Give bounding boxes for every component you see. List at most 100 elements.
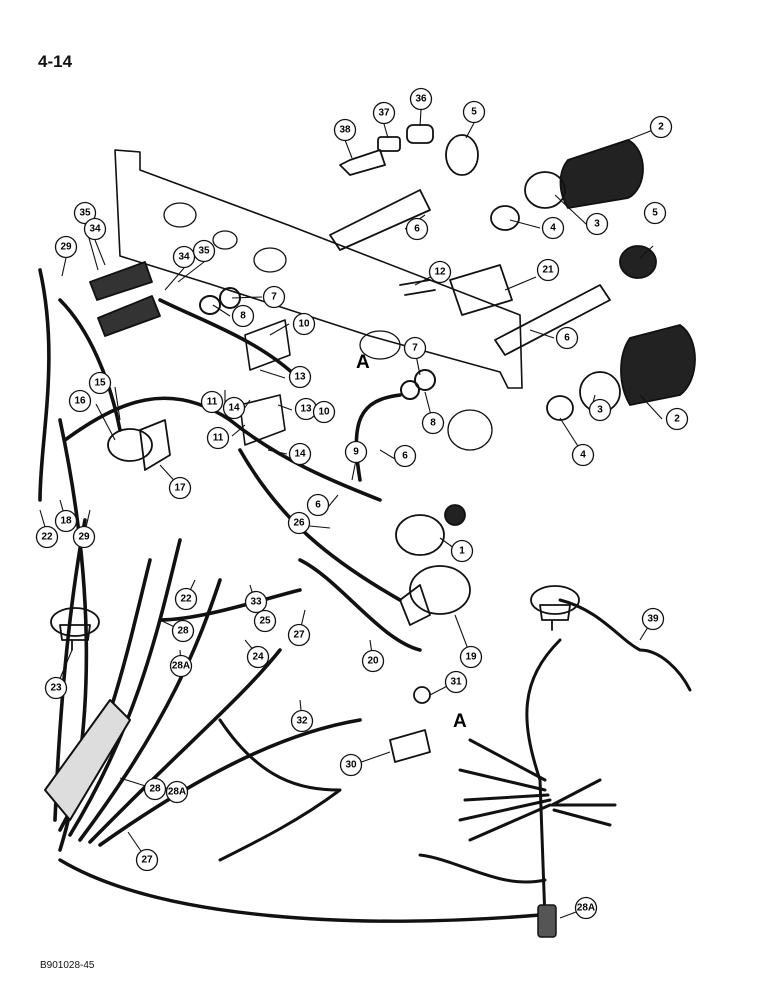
callout-28A: 28A (169, 654, 193, 678)
callout-circle (165, 780, 189, 804)
callout-label: 22 (180, 594, 192, 605)
callout-6: 6 (555, 326, 579, 350)
callout-35: 35 (73, 201, 97, 225)
callout-circle (536, 258, 560, 282)
callout-circle (403, 336, 427, 360)
callout-circle (174, 587, 198, 611)
callout-circle (409, 87, 433, 111)
callout-circle (333, 118, 357, 142)
callout-circle (73, 201, 97, 225)
callout-label: 30 (345, 760, 357, 771)
callout-circle (288, 442, 312, 466)
callout-label: 5 (471, 107, 477, 118)
callout-35: 35 (192, 239, 216, 263)
callout-label: 6 (315, 500, 321, 511)
pressure-sender-23 (50, 607, 100, 651)
callout-label: 31 (450, 677, 462, 688)
callout-1: 1 (450, 539, 474, 563)
callout-label: 6 (564, 333, 570, 344)
harness-sheath (44, 699, 131, 821)
callout-label: 39 (647, 614, 659, 625)
callout-label: 37 (378, 108, 390, 119)
callout-label: 15 (94, 378, 106, 389)
callout-label: 9 (353, 447, 359, 458)
callout-circle (44, 676, 68, 700)
callout-label: 19 (465, 652, 477, 663)
callout-27: 27 (287, 623, 311, 647)
callout-27: 27 (135, 848, 159, 872)
callout-label: 14 (228, 403, 240, 414)
callout-circle (169, 654, 193, 678)
callout-7: 7 (403, 336, 427, 360)
callout-circle (288, 365, 312, 389)
callout-30: 30 (339, 753, 363, 777)
callout-label: 27 (141, 855, 153, 866)
callout-circle (244, 590, 268, 614)
callout-22: 22 (35, 525, 59, 549)
callout-label: 8 (240, 311, 246, 322)
callout-circle (450, 539, 474, 563)
callout-label: 14 (294, 449, 306, 460)
callout-38: 38 (333, 118, 357, 142)
callout-label: 2 (674, 414, 680, 425)
callout-circle (641, 607, 665, 631)
callout-circle (54, 509, 78, 533)
callout-circle (405, 217, 429, 241)
callout-18: 18 (54, 509, 78, 533)
callout-circle (312, 400, 336, 424)
callout-label: 17 (174, 483, 186, 494)
callout-circle (143, 777, 167, 801)
section-letter-a-lower: A (453, 711, 467, 732)
rotary-switch (107, 419, 171, 471)
callout-label: 20 (367, 656, 379, 667)
callout-6: 6 (405, 217, 429, 241)
callout-28: 28 (171, 619, 195, 643)
callout-21: 21 (536, 258, 560, 282)
callout-circle (541, 216, 565, 240)
callout-label: 28A (168, 787, 186, 798)
callout-14: 14 (288, 442, 312, 466)
callout-circle (444, 670, 468, 694)
callout-circle (588, 398, 612, 422)
callout-label: 4 (580, 450, 586, 461)
callout-5: 5 (462, 100, 486, 124)
callout-label: 26 (293, 518, 305, 529)
callout-22: 22 (174, 587, 198, 611)
callout-label: 24 (252, 652, 264, 663)
callout-32: 32 (290, 709, 314, 733)
callout-10: 10 (292, 312, 316, 336)
callout-8: 8 (231, 304, 255, 328)
callout-label: 21 (542, 265, 554, 276)
callout-circle (361, 649, 385, 673)
callout-7: 7 (262, 285, 286, 309)
callout-label: 7 (412, 343, 418, 354)
callout-circle (172, 245, 196, 269)
callout-circle (54, 235, 78, 259)
callout-label: 25 (259, 616, 271, 627)
callout-25: 25 (253, 609, 277, 633)
callout-circle (649, 115, 673, 139)
switch-assembly (89, 261, 161, 337)
callout-label: 10 (298, 319, 310, 330)
callout-label: 28 (149, 784, 161, 795)
callout-circle (643, 201, 667, 225)
callout-circle (68, 389, 92, 413)
callout-31: 31 (444, 670, 468, 694)
toggle-switch (389, 686, 431, 763)
callout-14: 14 (222, 396, 246, 420)
callout-label: 3 (597, 405, 603, 416)
callout-circle (200, 390, 224, 414)
callout-11: 11 (206, 426, 230, 450)
page-number: 4-14 (38, 52, 73, 71)
callout-label: 28A (172, 661, 190, 672)
callout-circle (306, 493, 330, 517)
section-letter-a-upper: A (356, 352, 370, 373)
callout-label: 23 (50, 683, 62, 694)
callout-2: 2 (649, 115, 673, 139)
callout-label: 34 (89, 224, 101, 235)
callout-9: 9 (344, 440, 368, 464)
callout-circle (35, 525, 59, 549)
callout-label: 5 (652, 208, 658, 219)
callout-circle (372, 101, 396, 125)
callout-label: 6 (402, 451, 408, 462)
